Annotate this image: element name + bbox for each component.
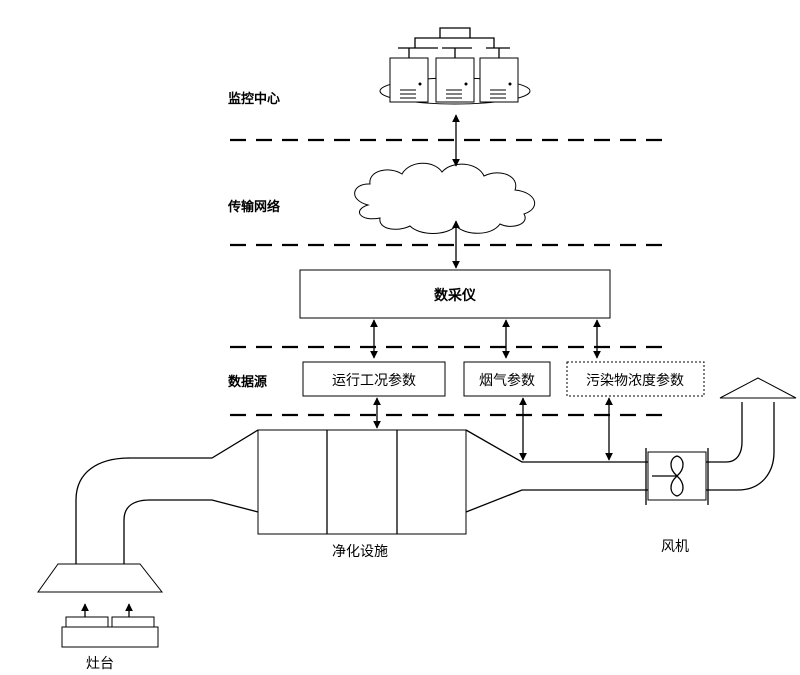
- layer-label-monitor-center: 监控中心: [228, 91, 280, 107]
- pollutant-params-label: 污染物浓度参数: [586, 372, 684, 389]
- fan-label: 风机: [661, 539, 689, 555]
- data-collector-box: [299, 269, 611, 319]
- server-cluster-icon: [379, 27, 531, 105]
- chimney-cap-icon: [719, 377, 797, 399]
- range-hood-icon: [37, 563, 164, 593]
- fan-icon: [645, 448, 709, 505]
- stove-label: 灶台: [86, 656, 114, 672]
- data-collector-label: 数采仪: [434, 287, 477, 304]
- purifier-label: 净化设施: [332, 544, 388, 560]
- layer-label-data-source: 数据源: [228, 374, 267, 390]
- layer-separators: [230, 138, 662, 417]
- pollutant-params-box: [566, 361, 705, 397]
- cloud-icon: [354, 162, 536, 234]
- operating-params-label: 运行工况参数: [332, 372, 416, 389]
- flue-gas-params-label: 烟气参数: [479, 372, 535, 389]
- exhaust-duct: [75, 402, 775, 564]
- operating-params-box: [302, 361, 446, 397]
- purifier-unit: [257, 429, 467, 535]
- layer-label-transmission-network: 传输网络: [227, 199, 280, 215]
- flue-gas-params-box: [463, 361, 551, 397]
- stove-icon: [61, 616, 159, 648]
